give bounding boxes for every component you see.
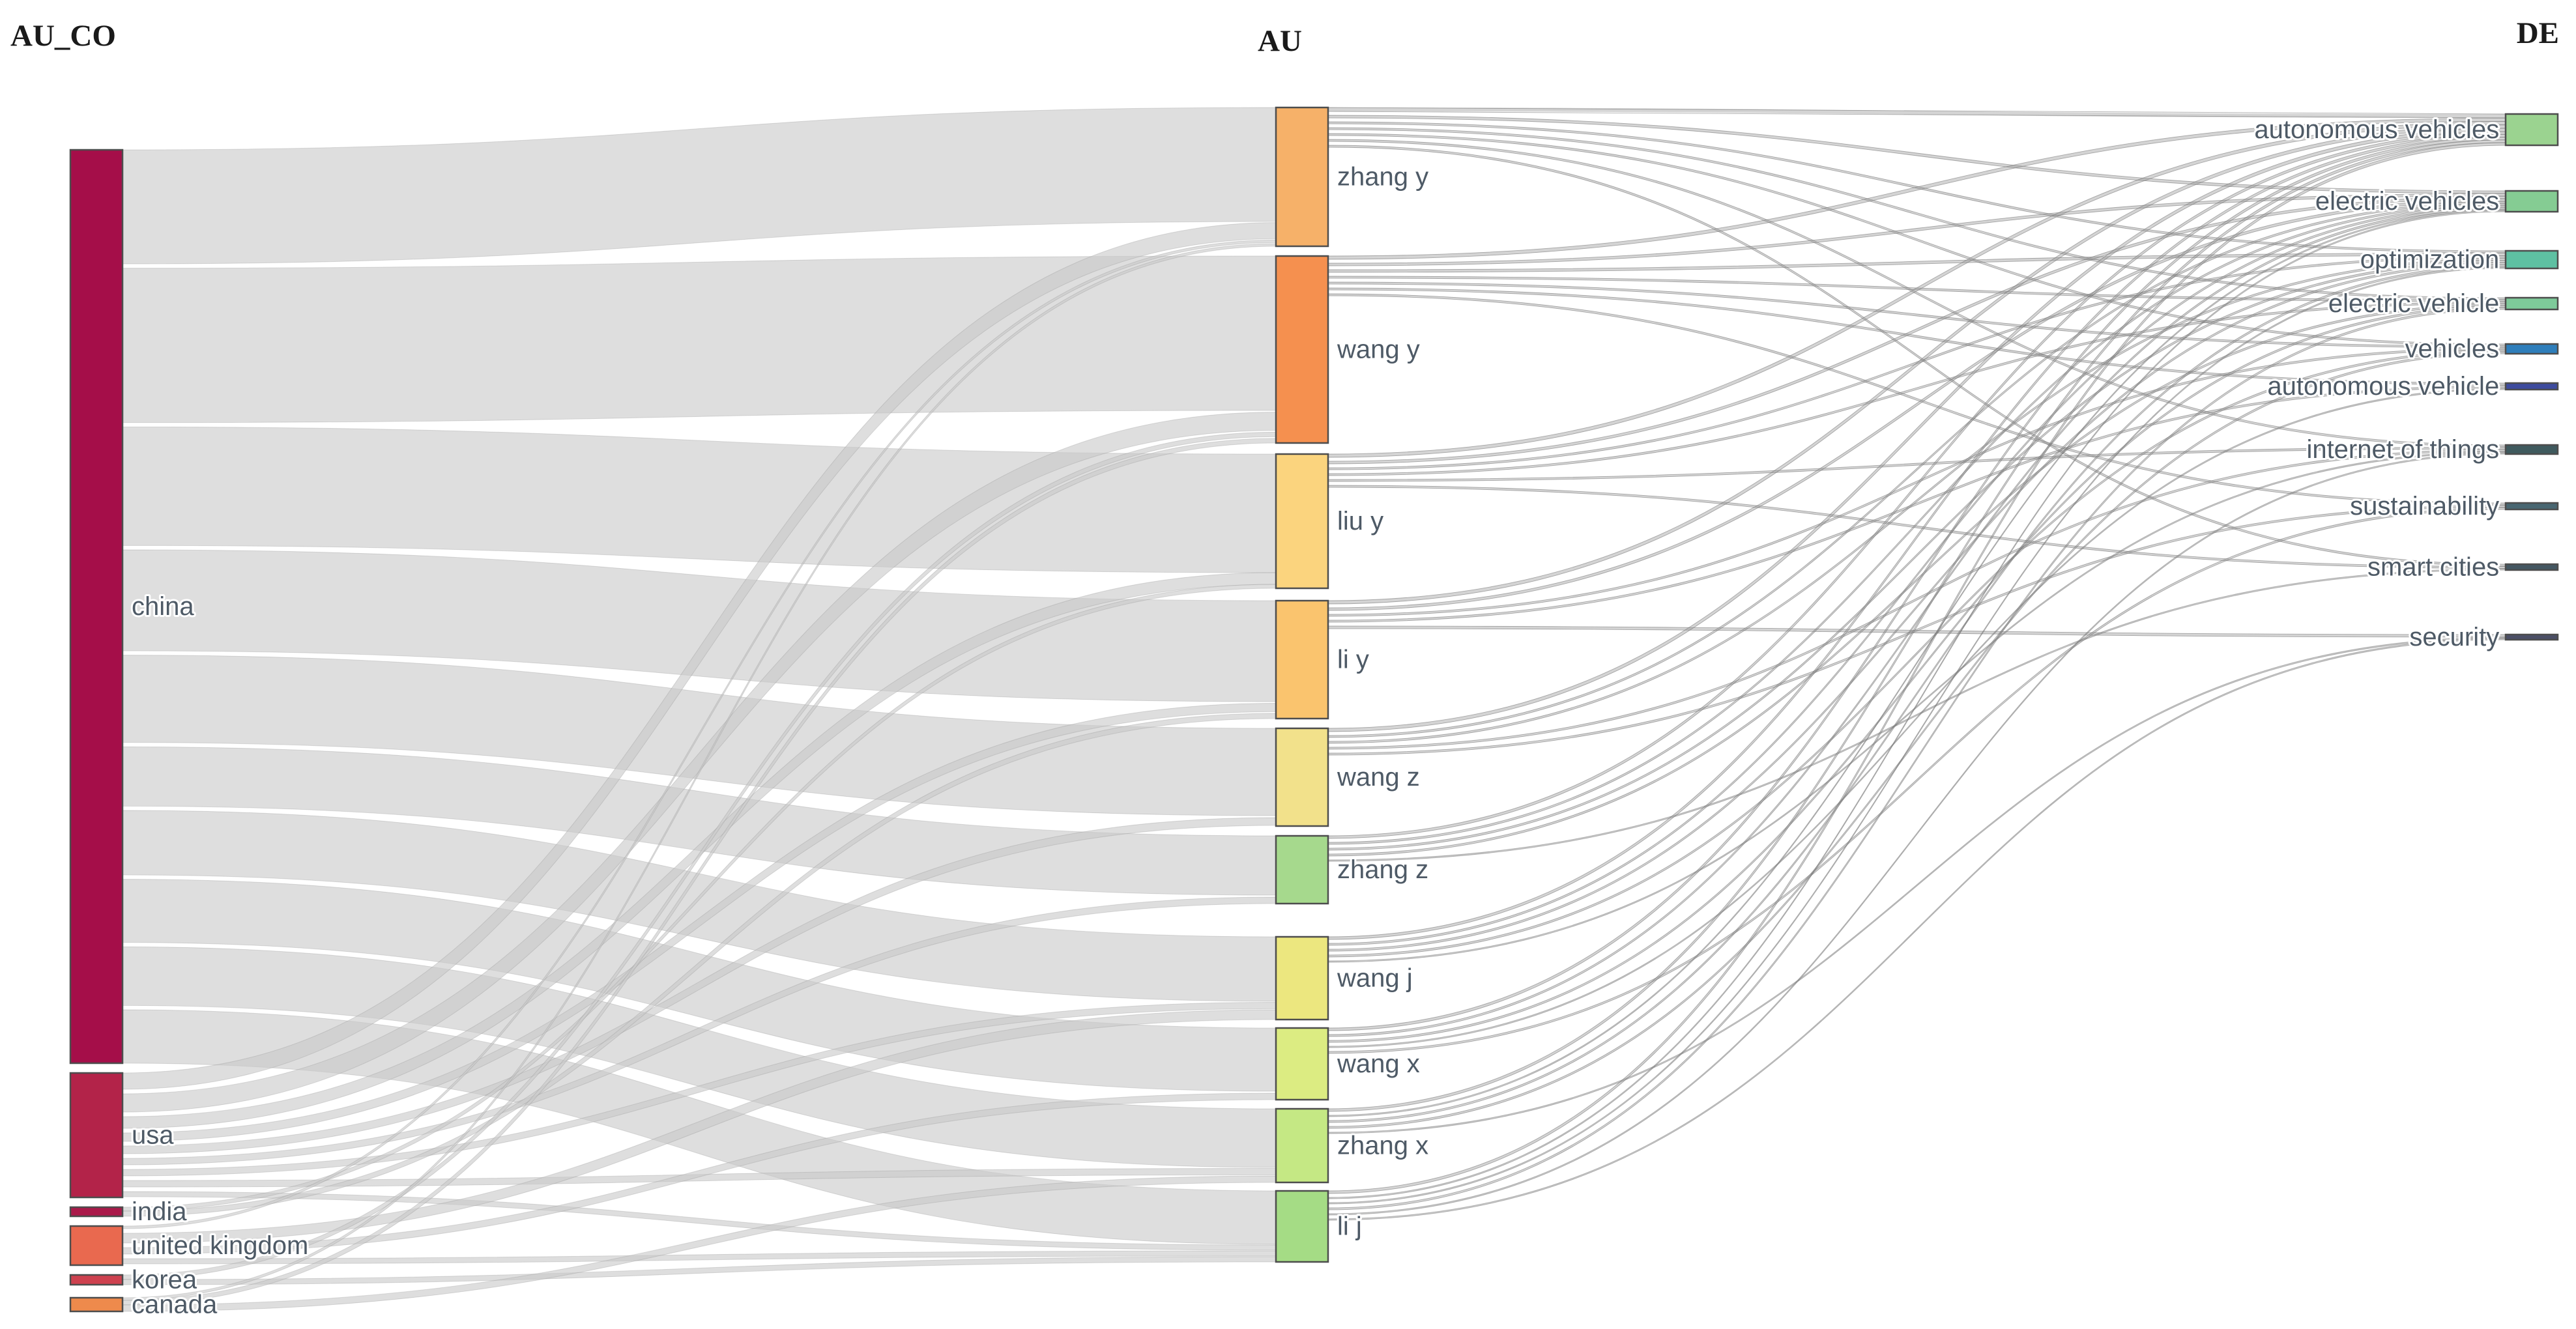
node-wang-x[interactable] [1275,1027,1329,1101]
node-electric-vehicles[interactable] [2504,190,2559,213]
flow-zhang-z--optimization [1327,260,2506,851]
node-label-canada: canada [132,1291,218,1319]
node-label-india: india [132,1197,187,1226]
node-label-li-j: li j [1337,1212,1362,1241]
node-label-wang-z: wang z [1337,763,1420,792]
node-li-j[interactable] [1275,1190,1329,1263]
node-china[interactable] [69,149,124,1065]
flow-li-j--optimization [1327,266,2506,1205]
flow-zhang-x--security [1327,636,2506,1134]
node-security[interactable] [2504,633,2559,641]
flow-li-y--security [1327,625,2506,638]
column-title-au: AU [1258,24,1302,58]
node-label-electric-vehicles: electric vehicles [2315,187,2499,216]
node-label-autonomous-vehicle: autonomous vehicle [2267,372,2499,401]
node-canada[interactable] [69,1296,124,1313]
node-wang-z[interactable] [1275,727,1329,827]
node-label-autonomous-vehicles: autonomous vehicles [2254,115,2499,144]
node-internet-of-things[interactable] [2504,444,2559,455]
node-label-li-y: li y [1337,646,1369,674]
flow-wang-z--autonomous-vehicles [1327,128,2506,732]
column-title-de: DE [2516,16,2559,50]
node-label-united-kingdom: united kingdom [132,1231,308,1260]
node-label-vehicles: vehicles [2405,335,2500,364]
node-label-usa: usa [132,1121,174,1150]
node-wang-j[interactable] [1275,936,1329,1021]
node-label-zhang-z: zhang z [1337,855,1428,884]
node-label-smart-cities: smart cities [2367,553,2499,582]
node-usa[interactable] [69,1072,124,1199]
node-label-wang-j: wang j [1337,964,1413,993]
node-label-wang-x: wang x [1337,1050,1420,1078]
node-label-security: security [2409,623,2499,651]
flow-wang-x--electric-vehicle [1327,305,2506,1043]
node-sustainability[interactable] [2504,502,2559,511]
node-smart-cities[interactable] [2504,563,2559,571]
node-autonomous-vehicle[interactable] [2504,382,2559,391]
node-zhang-z[interactable] [1275,835,1329,905]
node-label-china: china [132,592,194,621]
node-label-sustainability: sustainability [2350,492,2499,521]
flow-wang-x--sustainability [1327,507,2506,1054]
node-label-internet-of-things: internet of things [2306,435,2499,464]
node-label-wang-y: wang y [1337,336,1420,364]
node-optimization[interactable] [2504,250,2559,270]
node-autonomous-vehicles[interactable] [2504,113,2559,147]
node-zhang-x[interactable] [1275,1108,1329,1184]
node-zhang-y[interactable] [1275,106,1329,248]
node-liu-y[interactable] [1275,453,1329,590]
node-label-electric-vehicle: electric vehicle [2328,289,2499,318]
node-vehicles[interactable] [2504,343,2559,355]
node-wang-y[interactable] [1275,255,1329,444]
node-label-optimization: optimization [2360,246,2499,274]
node-korea[interactable] [69,1274,124,1286]
node-electric-vehicle[interactable] [2504,296,2559,311]
node-label-liu-y: liu y [1337,507,1383,536]
node-label-zhang-y: zhang y [1337,163,1428,192]
node-li-y[interactable] [1275,599,1329,720]
node-label-korea: korea [132,1266,197,1294]
node-label-zhang-x: zhang x [1337,1132,1428,1160]
node-india[interactable] [69,1206,124,1218]
flow-china--zhang-y [122,107,1277,264]
node-united-kingdom[interactable] [69,1225,124,1266]
column-title-au-co: AU_CO [10,19,116,53]
